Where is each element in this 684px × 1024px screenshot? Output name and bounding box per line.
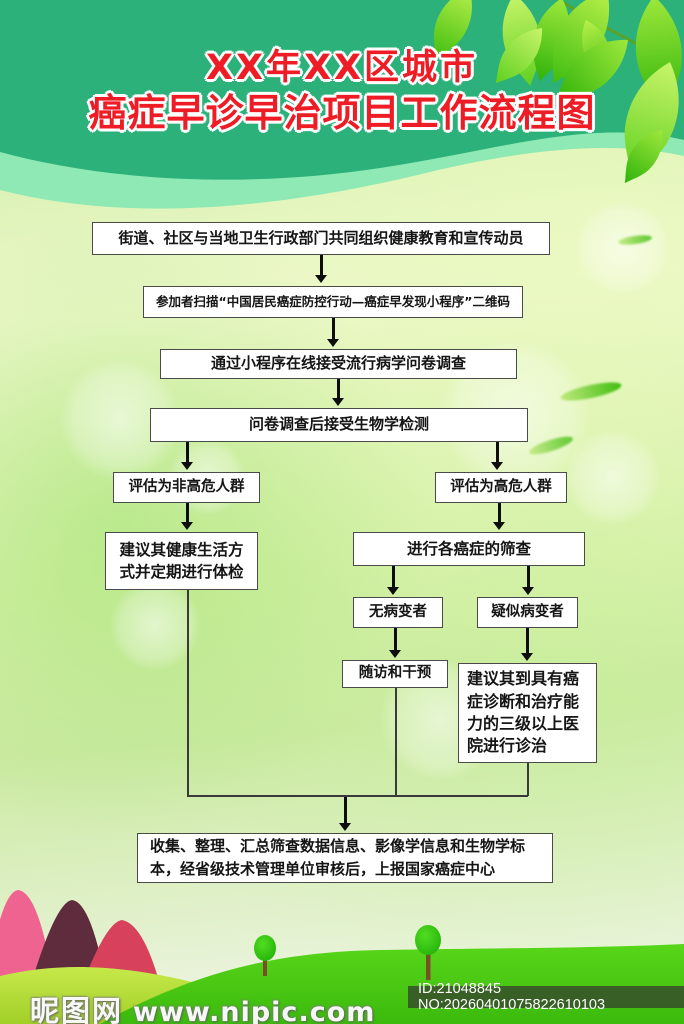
poster-title-line2: 癌症早诊早治项目工作流程图: [88, 91, 596, 135]
flow-connector: [187, 795, 528, 797]
tree-icon: [254, 935, 276, 976]
footer-scenery: [0, 890, 684, 1024]
flow-arrow: [185, 442, 189, 462]
flow-box-miniprogram-qrcode: 参加者扫描“中国居民癌症防控行动—癌症早发现小程序”二维码: [143, 286, 523, 318]
flow-arrow: [497, 503, 501, 522]
tree-icon: [415, 925, 441, 980]
light-bubble: [110, 580, 200, 670]
flow-box-followup-intervention: 随访和干预: [342, 660, 448, 688]
flow-box-no-lesion: 无病变者: [353, 597, 443, 628]
light-bubble: [575, 200, 670, 295]
image-id-text: ID:21048845 NO:20260401075822610103: [418, 981, 606, 1013]
flow-box-questionnaire: 通过小程序在线接受流行病学问卷调查: [160, 349, 517, 379]
flow-arrow: [319, 255, 323, 275]
flow-box-hospital-referral: 建议其到具有癌 症诊断和治疗能 力的三级以上医 院进行诊治: [458, 663, 597, 763]
flow-connector: [527, 763, 529, 796]
flow-arrow: [393, 628, 397, 650]
watermark: 昵图网 www.nipic.com: [30, 988, 375, 1024]
flow-arrow: [526, 566, 530, 587]
flow-arrow: [336, 379, 340, 398]
flow-box-education: 街道、社区与当地卫生行政部门共同组织健康教育和宣传动员: [92, 222, 550, 255]
flow-arrow: [343, 797, 347, 823]
flow-box-biological-test: 问卷调查后接受生物学检测: [150, 408, 528, 442]
flow-box-cancer-screening: 进行各癌症的筛查: [353, 532, 585, 566]
flow-arrow: [495, 442, 499, 462]
flow-arrow: [391, 566, 395, 587]
poster-title-line1: XX年XX区城市: [206, 48, 478, 88]
flow-box-non-high-risk: 评估为非高危人群: [113, 472, 260, 503]
flow-connector: [187, 590, 189, 796]
poster-title: XX年XX区城市 癌症早诊早治项目工作流程图: [0, 46, 684, 136]
flow-connector: [395, 688, 397, 796]
image-id-bar: ID:21048845 NO:20260401075822610103: [408, 981, 684, 1013]
flow-arrow: [331, 318, 335, 339]
flow-arrow: [185, 503, 189, 522]
watermark-site-name: 昵图网: [30, 994, 124, 1024]
flow-box-suspected-lesion: 疑似病变者: [477, 597, 578, 628]
light-bubble: [565, 430, 660, 525]
flow-box-high-risk: 评估为高危人群: [435, 472, 567, 503]
flow-box-data-reporting: 收集、整理、汇总筛查数据信息、影像学信息和生物学标 本，经省级技术管理单位审核后…: [137, 833, 553, 883]
leaves-decoration: [421, 0, 684, 191]
flow-arrow: [525, 628, 529, 653]
flow-box-healthy-lifestyle: 建议其健康生活方 式并定期进行体检: [105, 532, 258, 590]
watermark-url: www.nipic.com: [133, 997, 376, 1024]
